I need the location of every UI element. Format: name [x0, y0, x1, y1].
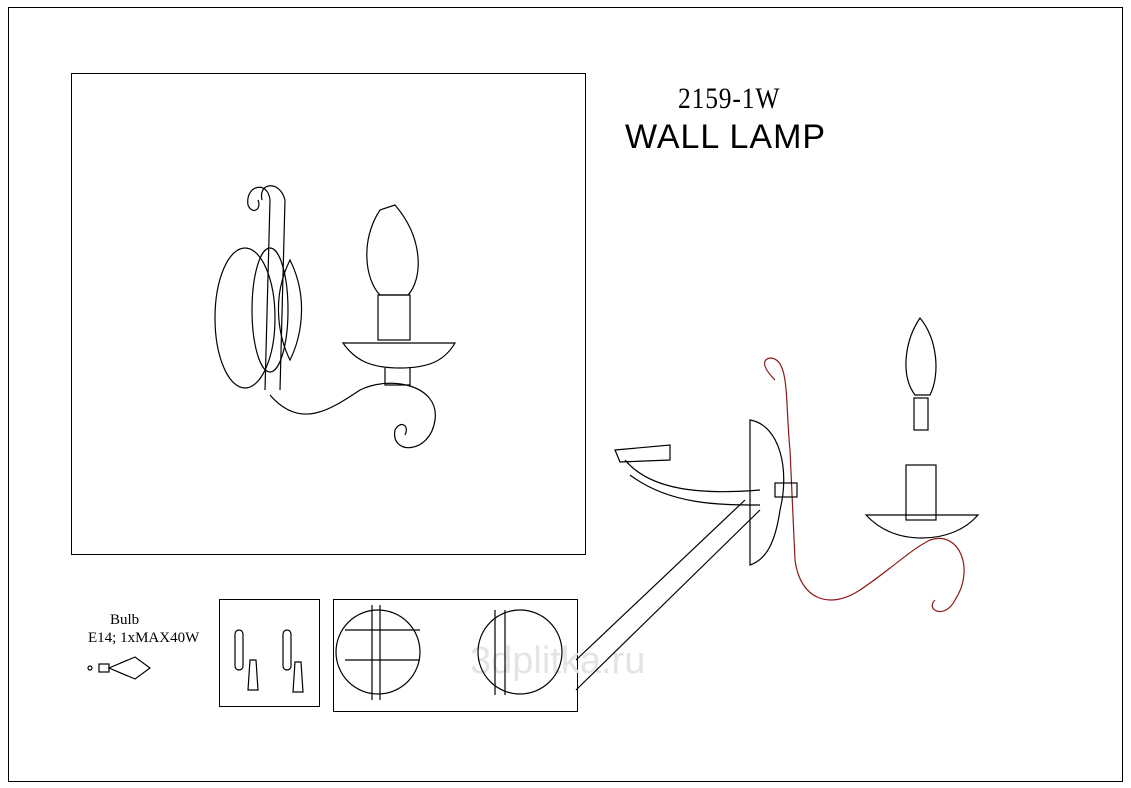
watermark: 3dplitka.ru	[470, 640, 646, 682]
product-view-frame	[71, 73, 586, 555]
bulb-spec: E14; 1xMAX40W	[88, 630, 200, 646]
mounting-detail-frame	[333, 599, 578, 712]
bulb-icon	[87, 656, 152, 680]
leader-lines	[575, 499, 761, 691]
wall-plugs-icon	[234, 629, 304, 693]
fixings-frame	[219, 599, 320, 707]
mounting-detail-icons	[335, 605, 563, 700]
model-number: 2159-1W	[678, 82, 781, 115]
product-title: WALL LAMP	[625, 118, 827, 156]
sheet-border	[8, 7, 1123, 782]
lamp-exploded-view	[614, 316, 980, 613]
bulb-label: Bulb	[110, 612, 140, 628]
lamp-front-view	[214, 185, 457, 449]
